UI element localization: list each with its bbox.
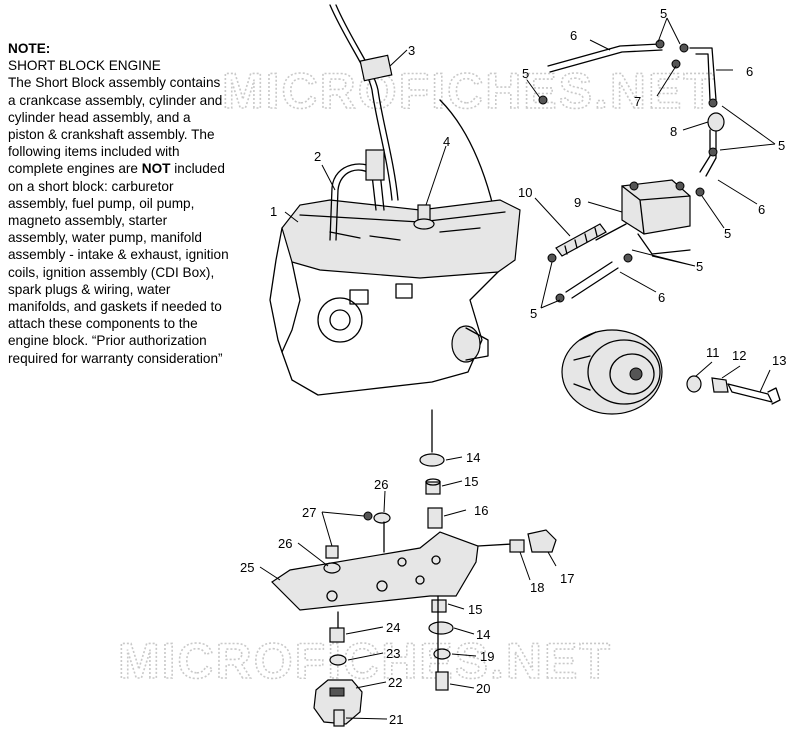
note-heading: NOTE: [8, 41, 51, 56]
callout-18: 18 [530, 580, 544, 595]
drive-clutch [561, 329, 781, 415]
callout-5f: 5 [530, 306, 537, 321]
callout-11: 11 [706, 345, 720, 360]
callout-26a: 26 [374, 477, 388, 492]
callout-23: 23 [386, 646, 400, 661]
callout-27: 27 [302, 505, 316, 520]
note-bold-word: NOT [141, 161, 171, 177]
callout-8: 8 [670, 124, 677, 139]
callout-7: 7 [634, 94, 641, 109]
callout-6a: 6 [570, 28, 577, 43]
callout-24: 24 [386, 620, 400, 635]
callout-25: 25 [240, 560, 254, 575]
callout-4: 4 [443, 134, 450, 149]
mount-stack-upper [419, 409, 445, 529]
callout-15b: 15 [468, 602, 482, 617]
callout-22: 22 [388, 675, 402, 690]
callout-15a: 15 [464, 474, 478, 489]
mount-stack-left [313, 611, 363, 727]
callout-19: 19 [480, 649, 494, 664]
callout-6d: 6 [658, 290, 665, 305]
callout-6c: 6 [758, 202, 765, 217]
callout-14b: 14 [476, 627, 490, 642]
callout-17: 17 [560, 571, 574, 586]
callout-14a: 14 [466, 450, 480, 465]
callout-12: 12 [732, 348, 746, 363]
leader-lines [259, 17, 776, 720]
note-body-text-end: included on a short block: carburetor as… [8, 161, 229, 366]
callout-13: 13 [772, 353, 786, 368]
callout-1: 1 [270, 204, 277, 219]
callout-9: 9 [574, 195, 581, 210]
callout-10: 10 [518, 185, 532, 200]
callout-5c: 5 [778, 138, 785, 153]
mount-stack-lower [428, 595, 454, 691]
callout-5a: 5 [522, 66, 529, 81]
callout-20: 20 [476, 681, 490, 696]
engine-plate [271, 511, 557, 611]
callout-2: 2 [314, 149, 321, 164]
callout-5b: 5 [660, 6, 667, 21]
note-body: The Short Block assembly contains a cran… [8, 74, 230, 366]
callout-5d: 5 [724, 226, 731, 241]
short-block-note: NOTE: SHORT BLOCK ENGINE The Short Block… [8, 40, 230, 367]
callout-labels: 1 2 3 4 5 5 5 5 5 5 6 6 6 6 7 8 9 10 11 … [240, 6, 786, 727]
fuel-pump-assembly [538, 39, 725, 303]
callout-6b: 6 [746, 64, 753, 79]
callout-3: 3 [408, 43, 415, 58]
note-body-text: The Short Block assembly contains a cran… [8, 75, 223, 177]
watermark-top: MICROFICHES.NET [222, 63, 716, 119]
engine-block [269, 149, 521, 396]
callout-16: 16 [474, 503, 488, 518]
callout-21: 21 [389, 712, 403, 727]
callout-26b: 26 [278, 536, 292, 551]
watermark-bottom: MICROFICHES.NET [118, 633, 612, 689]
note-subheading: SHORT BLOCK ENGINE [8, 58, 161, 74]
callout-5e: 5 [696, 259, 703, 274]
